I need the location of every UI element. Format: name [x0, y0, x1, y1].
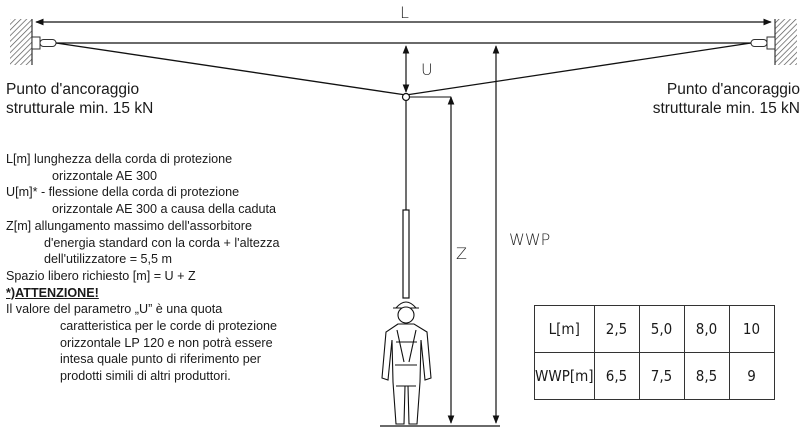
- table-header-l: L[m]: [534, 305, 595, 353]
- anchor-left-line1: Punto d'ancoraggio: [6, 81, 140, 98]
- table-cell: 6,5: [593, 352, 640, 400]
- table-cell: 7,5: [638, 352, 685, 400]
- anchor-right-text: Punto d'ancoraggio strutturale min. 15 k…: [653, 80, 800, 118]
- table-cell: 8,0: [683, 305, 730, 353]
- table-cell: 5,0: [638, 305, 685, 353]
- anchor-left-line2: strutturale min. 15 kN: [6, 100, 154, 117]
- legend-z-cont: d'energia standard con la corda + l'alte…: [44, 235, 280, 250]
- legend-l-cont: orizzontale AE 300: [52, 168, 158, 183]
- note-line5: prodotti simili di altri produttori.: [60, 369, 231, 384]
- sagging-rope: [55, 42, 752, 96]
- legend-z: Z[m] allungamento massimo dell'assorbito…: [6, 218, 252, 233]
- note-line4: intesa quale punto di riferimento per: [60, 352, 261, 367]
- wwp-table: L[m] 2,5 5,0 8,0 10 WWP[m] 6,5 7,5 8,5 9: [534, 305, 775, 400]
- l-label: L: [400, 3, 409, 22]
- warning-title: *)ATTENZIONE!: [6, 285, 99, 300]
- u-label: U: [421, 60, 433, 79]
- legend: L[m] lunghezza della corda di protezione…: [6, 151, 280, 385]
- note-line1: Il valore del parametro „U” è una quota: [6, 302, 223, 317]
- legend-u-cont: orizzontale AE 300 a causa della caduta: [52, 202, 277, 217]
- note-line2: caratteristica per le corde di protezion…: [60, 319, 278, 334]
- table-header-wwp: WWP[m]: [534, 352, 595, 400]
- legend-u: U[m]* - flessione della corda di protezi…: [6, 185, 240, 200]
- wwp-label: WWP: [509, 230, 551, 249]
- left-wall: [10, 19, 57, 65]
- table-cell: 8,5: [683, 352, 730, 400]
- table-cell: 9: [728, 352, 775, 400]
- legend-l: L[m] lunghezza della corda di protezione: [6, 152, 233, 166]
- legend-z-cont2: dell'utilizzatore = 5,5 m: [44, 252, 173, 267]
- table-cell: 10: [728, 305, 775, 353]
- table-cell: 2,5: [593, 305, 640, 353]
- right-wall: [750, 19, 797, 65]
- energy-absorber: [402, 209, 410, 299]
- worker-figure: [381, 301, 432, 425]
- note-line3: orizzontale LP 120 e non potrà essere: [60, 335, 273, 350]
- anchor-right-line1: Punto d'ancoraggio: [666, 81, 800, 98]
- anchor-left-text: Punto d'ancoraggio strutturale min. 15 k…: [6, 80, 153, 118]
- legend-space: Spazio libero richiesto [m] = U + Z: [6, 268, 196, 283]
- table-row: WWP[m] 6,5 7,5 8,5 9: [534, 352, 775, 400]
- anchor-right-line2: strutturale min. 15 kN: [652, 100, 800, 117]
- z-label: Z: [456, 244, 467, 263]
- connector-ring: [401, 92, 411, 102]
- table-row: L[m] 2,5 5,0 8,0 10: [534, 305, 775, 353]
